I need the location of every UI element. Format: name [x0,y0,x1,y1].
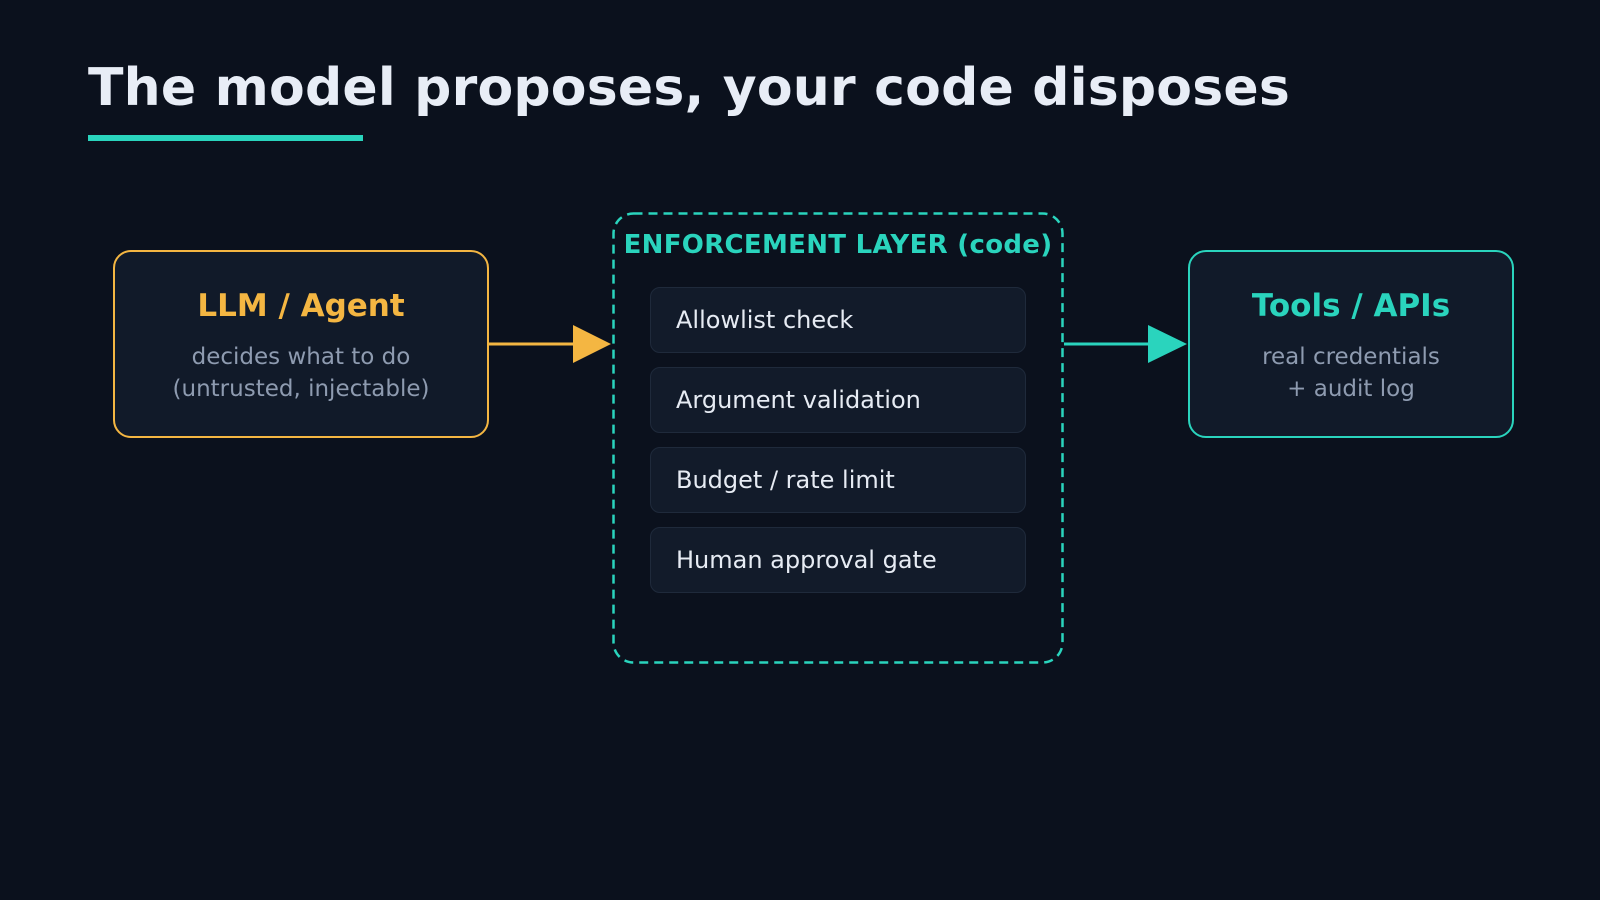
llm-agent-description-line-2: (untrusted, injectable) [172,376,430,402]
tools-apis-title: Tools / APIs [1251,288,1451,324]
llm-agent-title: LLM / Agent [197,288,405,324]
arrow-enforcement-to-tools [1064,325,1187,363]
check-budget-rate-limit: Budget / rate limit [650,447,1026,513]
llm-agent-box: LLM / Agent decides what to do (untruste… [113,250,489,438]
tools-apis-description-line-2: + audit log [1287,376,1415,402]
arrow-llm-to-enforcement [489,325,611,363]
llm-agent-description-line-1: decides what to do [191,344,411,370]
check-argument-validation: Argument validation [650,367,1026,433]
check-allowlist: Allowlist check [650,287,1026,353]
title-underline [88,135,363,141]
tools-apis-box: Tools / APIs real credentials + audit lo… [1188,250,1514,438]
enforcement-layer-label: ENFORCEMENT LAYER (code) [623,230,1053,260]
page-title: The model proposes, your code disposes [88,58,1291,118]
enforcement-layer: ENFORCEMENT LAYER (code) Allowlist check… [612,212,1064,664]
enforcement-dashed-border [612,212,1064,664]
tools-apis-description-line-1: real credentials [1262,344,1440,370]
check-human-approval-gate: Human approval gate [650,527,1026,593]
